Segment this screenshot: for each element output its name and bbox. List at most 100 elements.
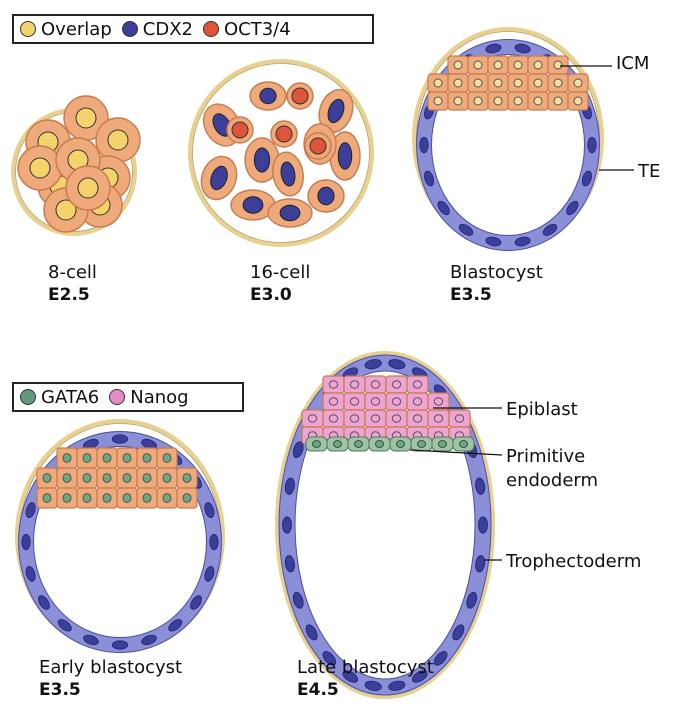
- nucleus: [350, 381, 358, 388]
- nucleus: [514, 61, 522, 69]
- te-nucleus: [479, 517, 488, 534]
- label-primitive-endoderm-1: Primitive: [506, 446, 585, 468]
- nucleus: [494, 79, 502, 87]
- late-blastocyst: [277, 353, 493, 697]
- caption-name: 16-cell: [250, 262, 310, 284]
- nucleus: [554, 79, 562, 87]
- sixteen-cell-embryo: [190, 61, 372, 245]
- nucleus: [63, 454, 71, 463]
- nucleus: [292, 88, 308, 104]
- nucleus: [474, 97, 482, 105]
- nucleus: [280, 205, 300, 220]
- eight-cell-embryo: [13, 96, 140, 234]
- nucleus: [392, 415, 400, 422]
- caption-stage: E2.5: [48, 284, 97, 306]
- nucleus: [494, 61, 502, 69]
- nucleus: [371, 381, 379, 388]
- nucleus: [534, 61, 542, 69]
- nucleus: [78, 178, 98, 198]
- nucleus: [232, 122, 248, 138]
- nucleus: [434, 398, 442, 405]
- nucleus: [43, 494, 51, 503]
- nucleus: [474, 61, 482, 69]
- nucleus: [418, 441, 426, 448]
- caption-name: Early blastocyst: [39, 657, 182, 679]
- caption-late-blastocyst: Late blastocyst E4.5: [297, 657, 434, 701]
- te-nucleus: [420, 137, 428, 152]
- nucleus: [83, 474, 91, 483]
- te-nucleus: [588, 137, 596, 152]
- nucleus: [534, 79, 542, 87]
- label-trophectoderm: Trophectoderm: [506, 551, 641, 573]
- nucleus: [30, 158, 50, 178]
- label-te: TE: [638, 161, 660, 183]
- nucleus: [183, 474, 191, 483]
- te-nucleus: [210, 534, 218, 549]
- nucleus: [350, 415, 358, 422]
- caption-stage: E4.5: [297, 679, 434, 701]
- label-icm: ICM: [616, 53, 649, 75]
- nucleus: [123, 454, 131, 463]
- nucleus: [334, 441, 342, 448]
- nucleus: [454, 97, 462, 105]
- caption-name: Late blastocyst: [297, 657, 434, 679]
- te-nucleus: [112, 641, 127, 649]
- nucleus: [392, 381, 400, 388]
- nucleus: [103, 454, 111, 463]
- nucleus: [534, 97, 542, 105]
- nucleus: [276, 126, 292, 142]
- nucleus: [123, 474, 131, 483]
- nucleus: [163, 454, 171, 463]
- nucleus: [163, 474, 171, 483]
- nucleus: [376, 441, 384, 448]
- nucleus: [338, 143, 352, 169]
- nucleus: [103, 474, 111, 483]
- caption-stage: E3.5: [39, 679, 182, 701]
- nucleus: [329, 398, 337, 405]
- caption-stage: E3.5: [450, 284, 543, 306]
- nucleus: [454, 61, 462, 69]
- nucleus: [313, 441, 321, 448]
- nucleus: [310, 138, 326, 154]
- caption-blastocyst: Blastocyst E3.5: [450, 262, 543, 306]
- nucleus: [183, 494, 191, 503]
- nucleus: [460, 441, 468, 448]
- nucleus: [397, 441, 405, 448]
- nucleus: [454, 79, 462, 87]
- nucleus: [439, 441, 447, 448]
- nucleus: [63, 474, 71, 483]
- nucleus: [371, 415, 379, 422]
- nucleus: [371, 398, 379, 405]
- nucleus: [413, 398, 421, 405]
- nucleus: [329, 415, 337, 422]
- caption-name: Blastocyst: [450, 262, 543, 284]
- caption-early-blastocyst: Early blastocyst E3.5: [39, 657, 182, 701]
- nucleus: [83, 454, 91, 463]
- caption-16-cell: 16-cell E3.0: [250, 262, 310, 306]
- nucleus: [434, 79, 442, 87]
- nucleus: [243, 197, 263, 214]
- nucleus: [43, 474, 51, 483]
- early-blastocyst: [17, 421, 223, 651]
- nucleus: [108, 130, 128, 150]
- nucleus: [494, 97, 502, 105]
- nucleus: [554, 97, 562, 105]
- nucleus: [434, 415, 442, 422]
- nucleus: [308, 415, 316, 422]
- te-nucleus: [22, 534, 30, 549]
- nucleus: [413, 381, 421, 388]
- nucleus: [350, 398, 358, 405]
- caption-8-cell: 8-cell E2.5: [48, 262, 97, 306]
- caption-name: 8-cell: [48, 262, 97, 284]
- nucleus: [574, 79, 582, 87]
- nucleus: [392, 398, 400, 405]
- nucleus: [254, 148, 269, 172]
- nucleus: [143, 474, 151, 483]
- nucleus: [554, 61, 562, 69]
- nucleus: [103, 494, 111, 503]
- nucleus: [514, 79, 522, 87]
- te-nucleus: [283, 517, 292, 534]
- nucleus: [76, 108, 96, 128]
- nucleus: [434, 97, 442, 105]
